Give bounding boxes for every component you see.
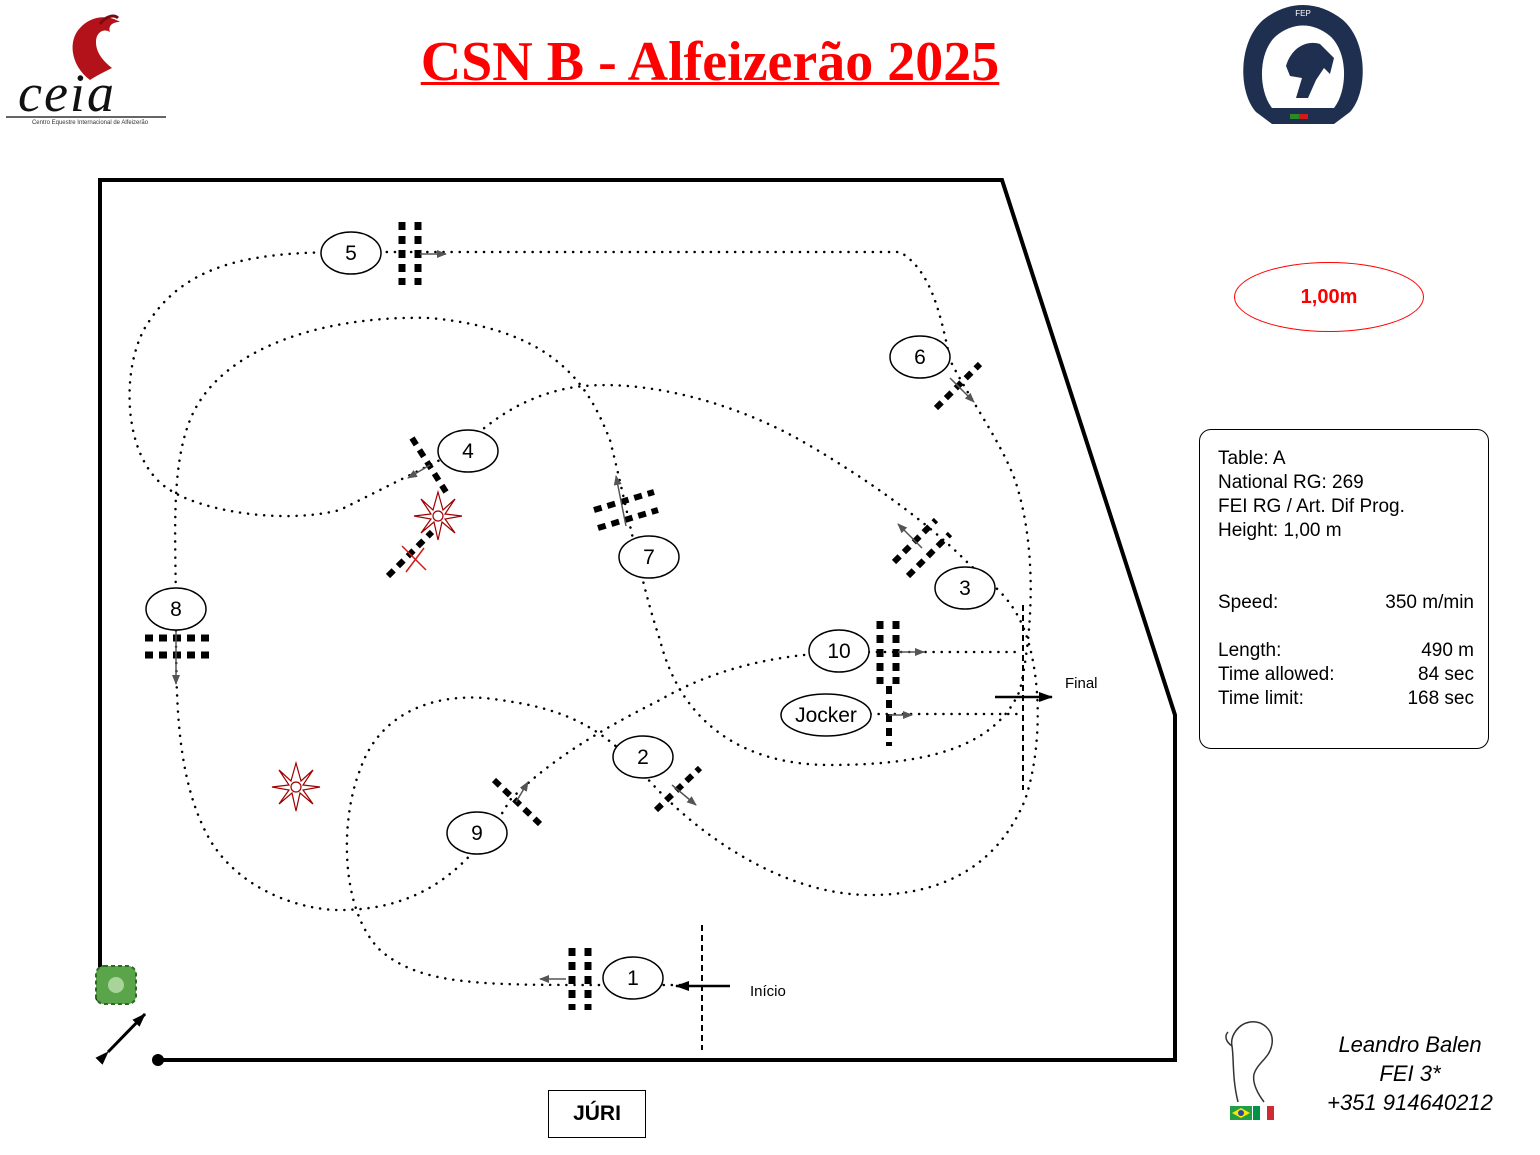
federation-seal-logo-icon: FEP	[1243, 5, 1363, 124]
obstacle-2-fence	[653, 765, 703, 813]
course-info-box: Table: A National RG: 269 FEI RG / Art. …	[1199, 429, 1489, 749]
info-time-limit-row: Time limit: 168 sec	[1218, 688, 1474, 710]
info-time-limit-label: Time limit:	[1218, 688, 1304, 709]
finish-label: Final	[1065, 675, 1098, 692]
info-table: Table: A	[1218, 448, 1286, 469]
info-height: Height: 1,00 m	[1218, 520, 1342, 541]
info-length-label: Length:	[1218, 640, 1282, 661]
designer-name: Leandro Balen	[1338, 1032, 1482, 1057]
obstacle-1-fence	[539, 948, 592, 1010]
info-speed-row: Speed: 350 m/min	[1218, 592, 1474, 614]
obstacle-6-fence	[933, 361, 983, 411]
obstacle-9-marker	[446, 811, 508, 855]
height-badge: 1,00m	[1234, 262, 1424, 332]
obstacle-7-marker	[618, 535, 680, 579]
unused-fence	[385, 529, 435, 579]
obstacle-9-label: 9	[471, 822, 483, 845]
jury-box: JÚRI	[548, 1090, 646, 1138]
obstacle-5-marker	[320, 231, 382, 275]
obstacle-joker-label: Jocker	[795, 704, 857, 727]
left-logo-text: ceia	[18, 63, 116, 123]
info-length-row: Length: 490 m	[1218, 640, 1474, 662]
obstacle-4-marker	[437, 429, 499, 473]
obstacle-9-fence	[491, 777, 543, 827]
left-logo-subtitle: Centro Equestre Internacional de Alfeize…	[31, 120, 149, 126]
flower-icon	[271, 760, 321, 812]
logo-underline	[6, 116, 166, 118]
obstacle-5-label: 5	[345, 242, 357, 265]
info-fei-rg: FEI RG / Art. Dif Prog.	[1218, 496, 1405, 517]
obstacle-joker-marker	[780, 693, 872, 737]
obstacle-4-label: 4	[462, 440, 474, 463]
bush-icon	[95, 965, 137, 1005]
obstacle-6-marker	[889, 335, 951, 379]
svg-text:FEP: FEP	[1295, 9, 1311, 18]
info-time-limit-value: 168 sec	[1407, 688, 1474, 709]
obstacle-3-marker	[934, 566, 996, 610]
flower-icon	[413, 489, 463, 541]
info-national-rg: National RG: 269	[1218, 472, 1364, 493]
start-label: Início	[750, 983, 786, 1000]
obstacle-2-marker	[612, 735, 674, 779]
knight-horse-icon	[1225, 1021, 1273, 1103]
obstacle-3-fence	[891, 517, 953, 579]
obstacle-7-fence	[593, 475, 659, 531]
obstacle-10-fence	[876, 621, 925, 684]
gate-double-arrow-icon	[95, 1012, 147, 1065]
designer-level: FEI 3*	[1379, 1061, 1441, 1086]
obstacle-8-label: 8	[170, 598, 182, 621]
info-time-allowed-row: Time allowed: 84 sec	[1218, 664, 1474, 686]
obstacle-8-marker	[145, 587, 207, 631]
obstacle-1-label: 1	[627, 967, 639, 990]
page-title: CSN B - Alfeizerão 2025	[420, 31, 1000, 93]
obstacle-6-label: 6	[914, 346, 926, 369]
obstacle-10-label: 10	[827, 640, 850, 663]
arena-corner-post	[152, 1054, 164, 1066]
obstacle-joker-fence	[886, 686, 913, 746]
info-length-value: 490 m	[1421, 640, 1474, 661]
obstacle-5-fence	[398, 222, 447, 285]
obstacle-10-marker	[808, 629, 870, 673]
obstacle-7-label: 7	[643, 546, 655, 569]
horse-head-logo-icon	[72, 14, 120, 80]
info-time-allowed-value: 84 sec	[1418, 664, 1474, 685]
arena-boundary	[98, 178, 1177, 1062]
info-speed-value: 350 m/min	[1385, 592, 1474, 613]
obstacle-8-fence	[145, 628, 209, 685]
obstacle-3-label: 3	[959, 577, 971, 600]
obstacle-4-fence	[407, 436, 449, 494]
designer-block: Leandro Balen FEI 3* +351 914640212	[1305, 1030, 1515, 1117]
designer-phone: +351 914640212	[1327, 1090, 1493, 1115]
info-time-allowed-label: Time allowed:	[1218, 664, 1335, 685]
flag-brazil-icon	[1230, 1106, 1252, 1120]
info-speed-label: Speed:	[1218, 592, 1279, 613]
obstacle-1-marker	[602, 956, 664, 1000]
obstacle-2-label: 2	[637, 746, 649, 769]
flag-italy-icon	[1253, 1106, 1274, 1120]
